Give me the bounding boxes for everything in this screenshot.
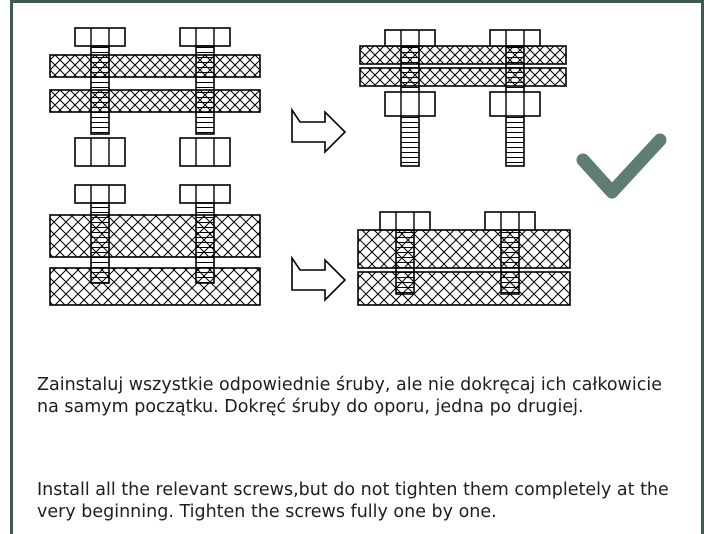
step1-before-diagram [49, 27, 261, 167]
outline-right-arrow-icon [291, 255, 347, 302]
frame-right-border [701, 0, 704, 534]
step2-after-diagram [357, 211, 571, 306]
frame-top-border [10, 0, 704, 3]
assembly-illustration [49, 27, 667, 306]
step2-before-diagram [49, 184, 261, 306]
instruction-text-english: Install all the relevant screws,but do n… [37, 480, 669, 522]
frame-left-border [10, 0, 13, 534]
outline-right-arrow-icon [291, 107, 347, 154]
step1-after-diagram [359, 29, 567, 167]
instruction-text-polish: Zainstaluj wszystkie odpowiednie śruby, … [37, 375, 662, 417]
checkmark-icon [576, 133, 667, 199]
